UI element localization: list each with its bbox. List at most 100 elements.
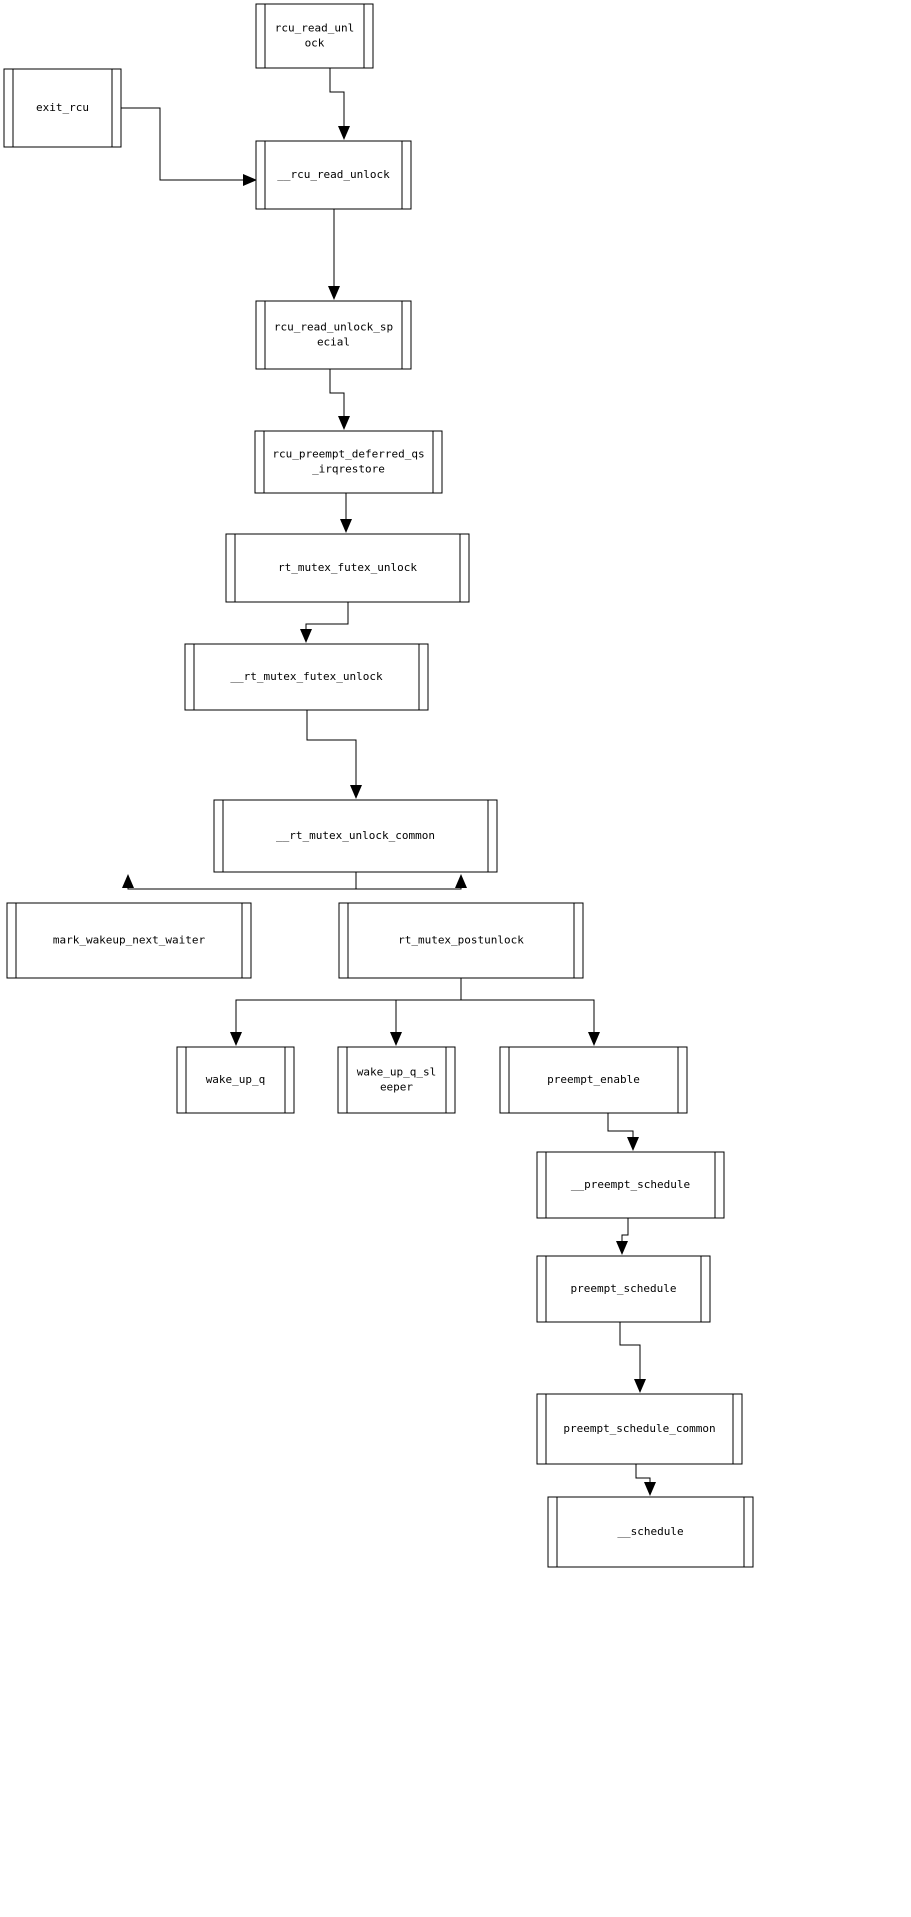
arrowhead-icon — [627, 1137, 639, 1151]
node-label: preempt_schedule — [571, 1282, 677, 1295]
node-box[interactable] — [547, 1496, 754, 1568]
edge-__rt_mutex_unlock_common-to-rt_mutex_postunlock — [355, 872, 467, 890]
edge-rt_mutex_postunlock-to-wake_up_q_sleeper — [390, 978, 462, 1046]
node-preempt_enable[interactable]: preempt_enable — [499, 1046, 688, 1114]
edge-line — [607, 1113, 634, 1137]
node-rt_mutex_futex_unlock[interactable]: rt_mutex_futex_unlock — [225, 533, 470, 603]
edge-line — [621, 1218, 629, 1241]
node-box[interactable] — [536, 1255, 711, 1323]
edge-line — [619, 1322, 641, 1379]
edge-line — [355, 872, 462, 890]
arrowhead-icon — [338, 416, 350, 430]
node-box[interactable] — [255, 140, 412, 210]
edge-rcu_read_unlock_special-to-rcu_preempt_deferred_qs_irqrestore — [329, 369, 350, 430]
edge-rt_mutex_postunlock-to-preempt_enable — [460, 978, 600, 1046]
node-label: __rt_mutex_futex_unlock — [230, 670, 383, 683]
node-label: preempt_enable — [547, 1073, 640, 1086]
edge-line — [635, 1464, 651, 1482]
node-label: _irqrestore — [312, 463, 385, 476]
node-label: rcu_read_unlock_sp — [274, 321, 393, 334]
arrowhead-icon — [122, 874, 134, 888]
node-label: rcu_read_unl — [275, 22, 354, 35]
edge-line — [235, 978, 462, 1032]
arrowhead-icon — [644, 1482, 656, 1496]
node-exit_rcu[interactable]: exit_rcu — [3, 68, 122, 148]
node-__rcu_read_unlock[interactable]: __rcu_read_unlock — [255, 140, 412, 210]
node-label: eeper — [380, 1081, 413, 1094]
edges-layer — [121, 68, 656, 1496]
node-label: preempt_schedule_common — [563, 1422, 715, 1435]
arrowhead-icon — [340, 519, 352, 533]
edge-rcu_preempt_deferred_qs_irqrestore-to-rt_mutex_futex_unlock — [340, 493, 352, 533]
node-wake_up_q[interactable]: wake_up_q — [176, 1046, 295, 1114]
arrowhead-icon — [300, 629, 312, 643]
node-box[interactable] — [255, 300, 412, 370]
edge-preempt_schedule_common-to-__schedule — [635, 1464, 656, 1496]
edge-line — [329, 369, 345, 416]
edge-line — [460, 978, 595, 1032]
edge-line — [306, 710, 357, 785]
node-box[interactable] — [255, 3, 374, 69]
node-label: wake_up_q — [206, 1073, 266, 1086]
arrowhead-icon — [390, 1032, 402, 1046]
node-preempt_schedule[interactable]: preempt_schedule — [536, 1255, 711, 1323]
node-box[interactable] — [225, 533, 470, 603]
edge-preempt_schedule-to-preempt_schedule_common — [619, 1322, 646, 1393]
arrowhead-icon — [588, 1032, 600, 1046]
node-label: __rt_mutex_unlock_common — [276, 829, 435, 842]
node-box[interactable] — [213, 799, 498, 873]
node-box[interactable] — [536, 1393, 743, 1465]
node-label: ecial — [317, 336, 350, 349]
edge-rt_mutex_postunlock-to-wake_up_q — [230, 978, 462, 1046]
edge-line — [395, 978, 462, 1032]
node-box[interactable] — [176, 1046, 295, 1114]
node-rcu_read_unlock[interactable]: rcu_read_unlock — [255, 3, 374, 69]
arrowhead-icon — [634, 1379, 646, 1393]
node-label: wake_up_q_sl — [357, 1066, 436, 1079]
node-preempt_schedule_common[interactable]: preempt_schedule_common — [536, 1393, 743, 1465]
node-box[interactable] — [254, 430, 443, 494]
edge-line — [121, 107, 243, 181]
arrowhead-icon — [338, 126, 350, 140]
node-__schedule[interactable]: __schedule — [547, 1496, 754, 1568]
node-box[interactable] — [536, 1151, 725, 1219]
node-mark_wakeup_next_waiter[interactable]: mark_wakeup_next_waiter — [6, 902, 252, 979]
edge-__preempt_schedule-to-preempt_schedule — [616, 1218, 629, 1255]
node-__rt_mutex_futex_unlock[interactable]: __rt_mutex_futex_unlock — [184, 643, 429, 711]
node-box[interactable] — [338, 902, 584, 979]
node-box[interactable] — [184, 643, 429, 711]
node-box[interactable] — [337, 1046, 456, 1114]
node-rcu_preempt_deferred_qs_irqrestore[interactable]: rcu_preempt_deferred_qs_irqrestore — [254, 430, 443, 494]
edge-line — [127, 872, 357, 890]
node-rt_mutex_postunlock[interactable]: rt_mutex_postunlock — [338, 902, 584, 979]
node-label: mark_wakeup_next_waiter — [53, 934, 206, 947]
node-label: __schedule — [617, 1525, 683, 1538]
node-box[interactable] — [3, 68, 122, 148]
edge-line — [305, 602, 349, 629]
edge-__rcu_read_unlock-to-rcu_read_unlock_special — [328, 209, 340, 300]
node-__preempt_schedule[interactable]: __preempt_schedule — [536, 1151, 725, 1219]
edge-__rt_mutex_futex_unlock-to-__rt_mutex_unlock_common — [306, 710, 362, 799]
node-box[interactable] — [499, 1046, 688, 1114]
arrowhead-icon — [230, 1032, 242, 1046]
nodes-layer: rcu_read_unlock exit_rcu __rcu_read_unlock… — [3, 3, 754, 1568]
arrowhead-icon — [243, 174, 257, 186]
node-label: ock — [305, 37, 325, 50]
node-__rt_mutex_unlock_common[interactable]: __rt_mutex_unlock_common — [213, 799, 498, 873]
node-box[interactable] — [6, 902, 252, 979]
arrowhead-icon — [328, 286, 340, 300]
arrowhead-icon — [616, 1241, 628, 1255]
edge-exit_rcu-to-__rcu_read_unlock — [121, 107, 257, 186]
edge-__rt_mutex_unlock_common-to-mark_wakeup_next_waiter — [122, 872, 357, 890]
node-label: __preempt_schedule — [571, 1178, 690, 1191]
node-label: exit_rcu — [36, 101, 89, 114]
edge-line — [329, 68, 345, 126]
node-label: rt_mutex_postunlock — [398, 934, 524, 947]
node-label: __rcu_read_unlock — [277, 168, 390, 181]
arrowhead-icon — [455, 874, 467, 888]
arrowhead-icon — [350, 785, 362, 799]
